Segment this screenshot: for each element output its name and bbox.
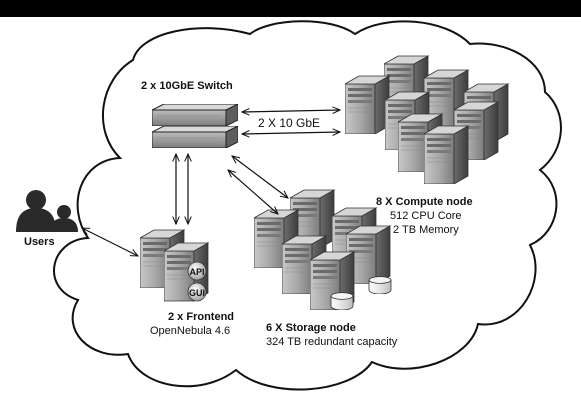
connection-arrows bbox=[82, 110, 340, 256]
arrow-switch-compute-top bbox=[242, 110, 340, 112]
users-silhouette-icon bbox=[16, 190, 78, 232]
switch-top-icon bbox=[152, 104, 238, 126]
arrow-users-frontend bbox=[82, 228, 138, 256]
gui-badge-label: GUI bbox=[189, 288, 205, 298]
api-badge-label: API bbox=[189, 267, 204, 277]
storage-disk-icon bbox=[330, 292, 354, 310]
compute-server-icon bbox=[424, 125, 469, 184]
compute-node-title: 8 X Compute node bbox=[376, 196, 473, 208]
compute-server-icon bbox=[345, 75, 390, 134]
storage-capacity-label: 324 TB redundant capacity bbox=[266, 336, 398, 348]
storage-disk-icon bbox=[368, 276, 392, 294]
frontend-subtitle: OpenNebula 4.6 bbox=[150, 325, 231, 337]
arrow-switch-storage-bottom bbox=[228, 170, 278, 214]
switch-bottom-icon bbox=[152, 126, 238, 148]
switch-title: 2 x 10GbE Switch bbox=[141, 80, 233, 92]
gui-badge-icon: GUI bbox=[187, 282, 207, 302]
top-bar bbox=[0, 0, 581, 17]
frontend-title: 2 x Frontend bbox=[168, 311, 235, 323]
arrow-switch-compute-bottom bbox=[242, 132, 340, 134]
users-label: Users bbox=[24, 236, 55, 248]
compute-cpu-label: 512 CPU Core bbox=[390, 210, 462, 222]
link-speed-label: 2 X 10 GbE bbox=[258, 116, 321, 130]
compute-memory-label: 2 TB Memory bbox=[393, 224, 459, 236]
frontend-group: API GUI bbox=[140, 229, 209, 302]
switch-group bbox=[152, 104, 238, 148]
api-badge-icon: API bbox=[187, 261, 207, 281]
storage-node-title: 6 X Storage node bbox=[266, 322, 356, 334]
